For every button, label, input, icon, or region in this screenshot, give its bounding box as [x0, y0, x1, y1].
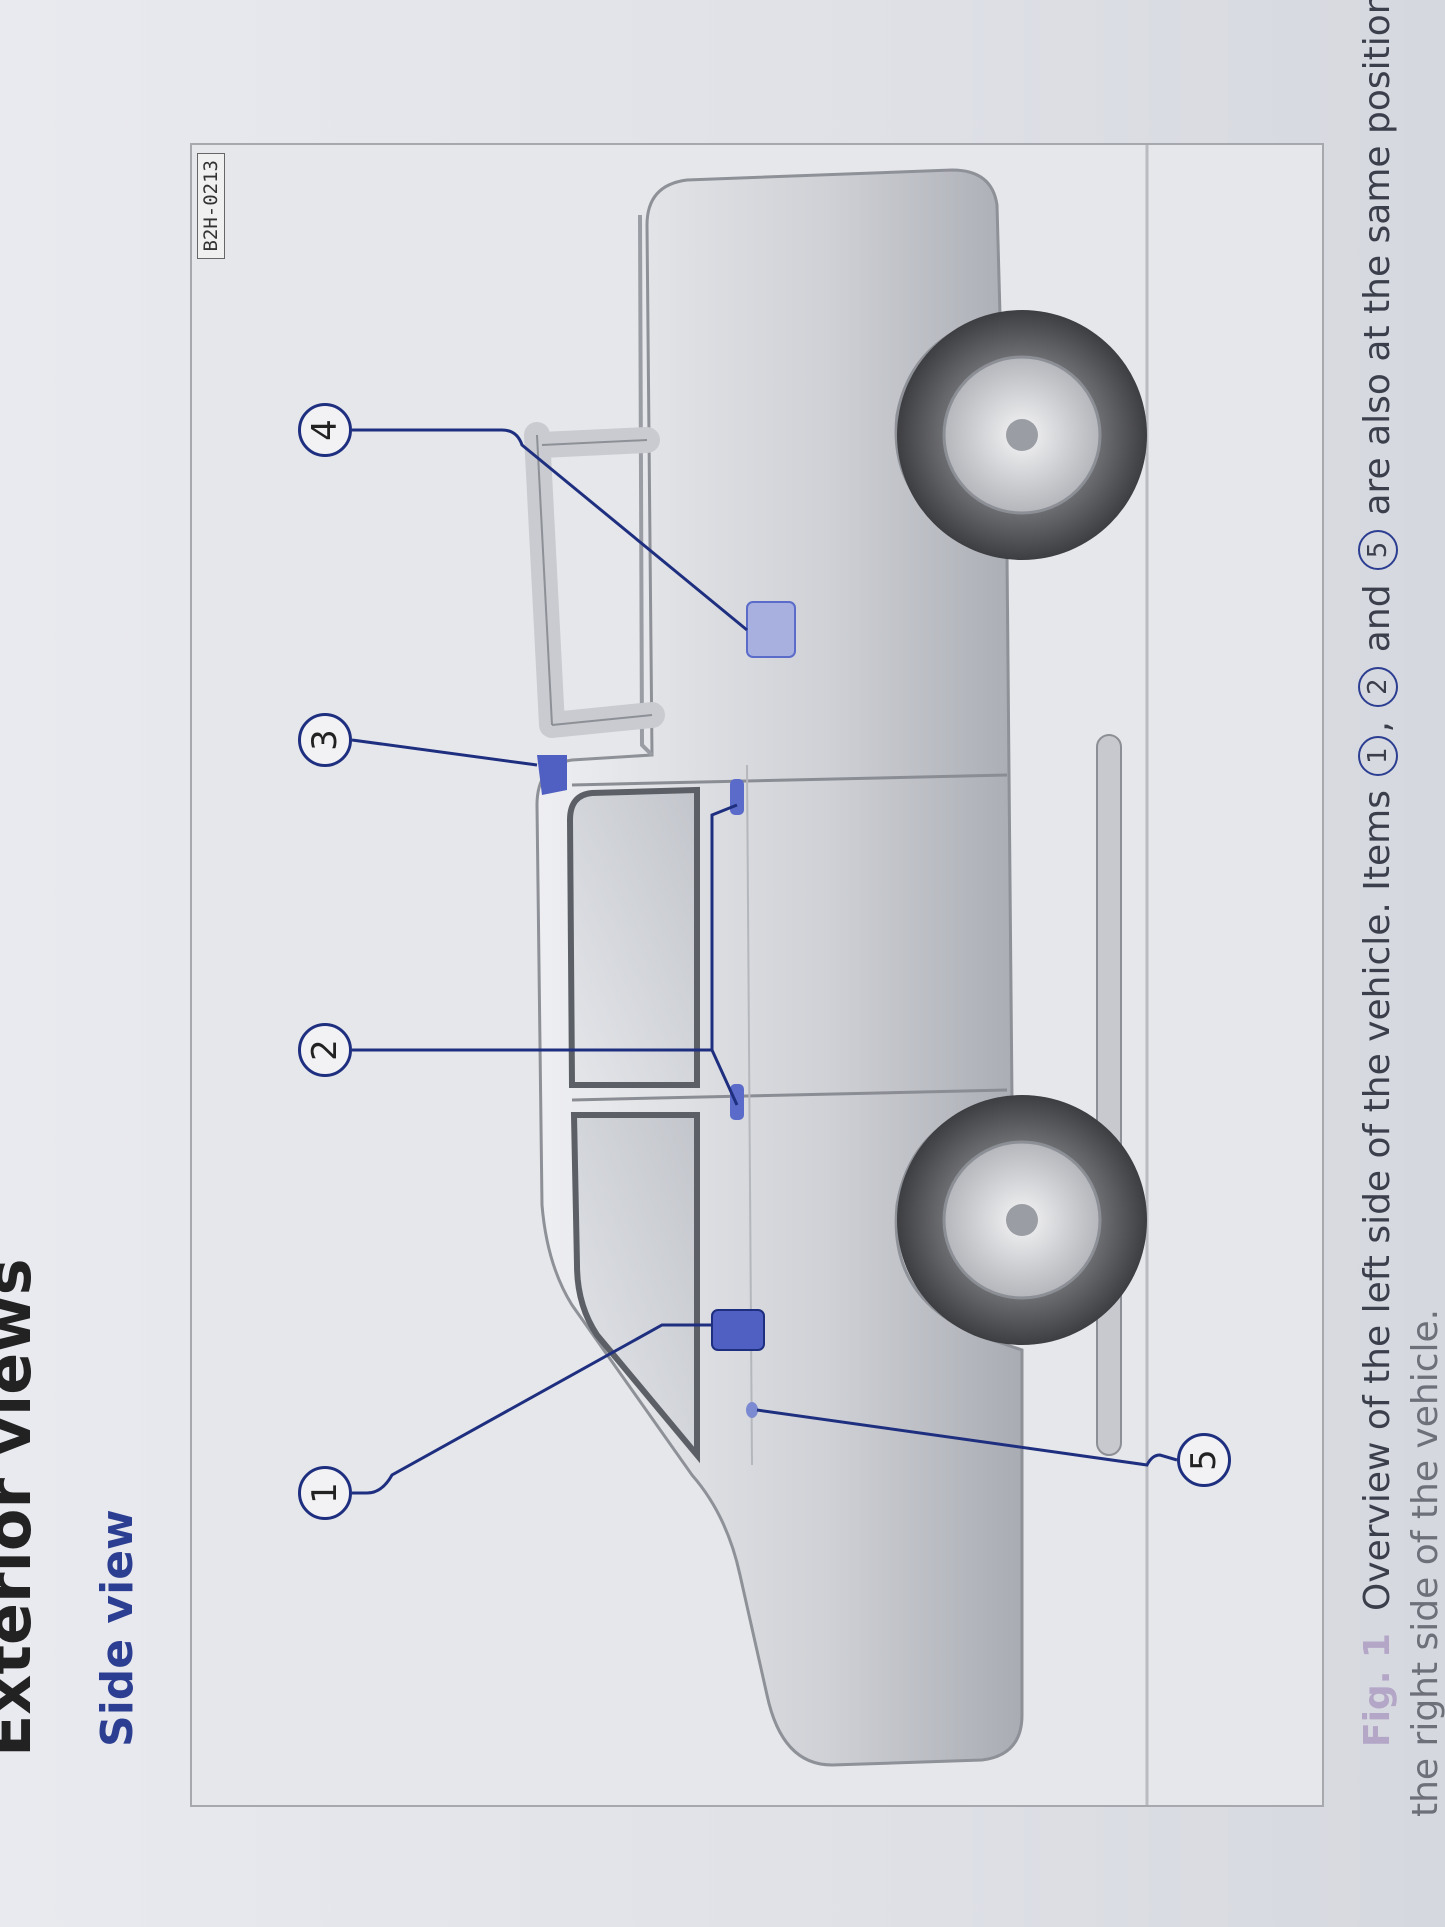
front-window	[570, 1112, 700, 1464]
caption-text-1: Overview of the left side of the vehicle…	[1357, 790, 1398, 1612]
section-title: Side view	[92, 1509, 143, 1747]
vehicle-illustration	[351, 145, 1178, 1805]
callout-2: 2	[298, 1023, 352, 1077]
turn-signal-highlight	[746, 1402, 758, 1418]
bed-edge	[638, 214, 654, 757]
antenna-highlight	[537, 755, 567, 795]
caption-and: and	[1357, 584, 1398, 653]
fuel-flap-highlight	[746, 601, 796, 658]
rear-window	[566, 786, 700, 1088]
caption-item-2: 2	[1358, 666, 1398, 707]
vehicle-side-view-figure: B2H-0213 1 2 3 4 5	[190, 143, 1324, 1807]
rear-wheel	[897, 310, 1147, 560]
caption-line-2: the right side of the vehicle.	[1405, 1308, 1445, 1817]
caption-item-5: 5	[1358, 530, 1398, 570]
callout-5: 5	[1177, 1433, 1231, 1487]
roll-bar	[524, 422, 665, 738]
front-wheel	[897, 1095, 1147, 1345]
caption-text-2: are also at the same positions on	[1357, 0, 1398, 516]
caption-item-1: 1	[1358, 735, 1398, 776]
caption-separator: ,	[1357, 721, 1398, 733]
chapter-title: Exterior views	[0, 1258, 45, 1757]
roll-bar-outline	[536, 434, 653, 726]
mirror-highlight	[711, 1309, 765, 1351]
callout-1: 1	[298, 1466, 352, 1520]
door-seam-rear	[571, 773, 1008, 787]
figure-caption: Fig. 1 Overview of the left side of the v…	[1355, 0, 1401, 1747]
callout-3: 3	[298, 713, 352, 767]
figure-code: B2H-0213	[197, 153, 225, 259]
side-step	[1096, 734, 1122, 1456]
rear-handle-highlight	[730, 779, 744, 815]
door-seam	[571, 1088, 1008, 1102]
figure-label: Fig. 1	[1357, 1633, 1398, 1747]
callout-4: 4	[298, 403, 352, 457]
callout-leaders	[351, 428, 1178, 1495]
